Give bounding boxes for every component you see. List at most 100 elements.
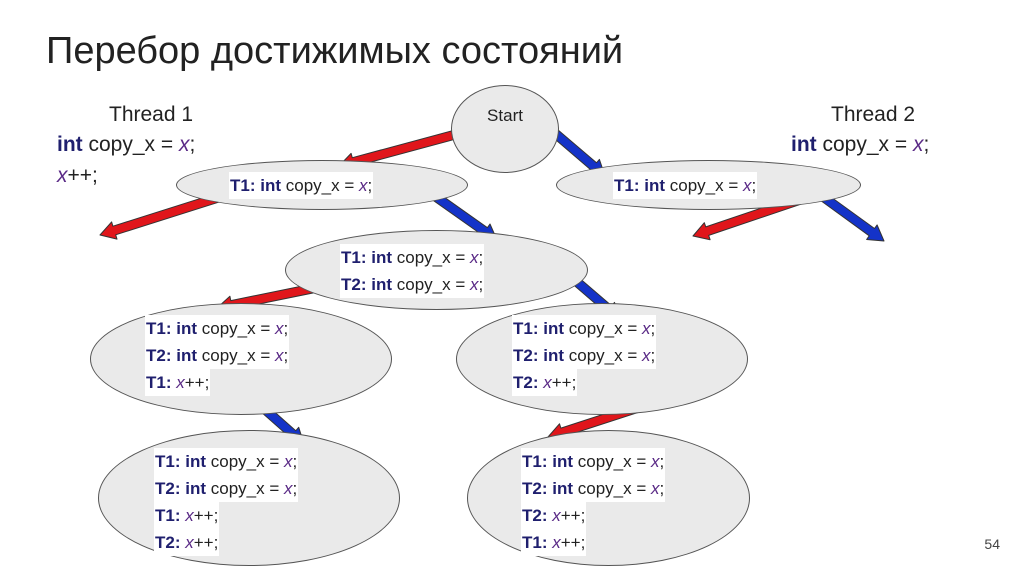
- code-token: int: [57, 133, 83, 157]
- code-token: x: [742, 176, 752, 195]
- code-token: x: [650, 479, 660, 498]
- code-token: T1:: [155, 506, 186, 525]
- code-token: ;: [292, 452, 298, 471]
- n7-line-3: T2: x++;: [521, 502, 587, 529]
- thread1-label: Thread 1: [109, 103, 194, 126]
- code-token: x: [283, 479, 293, 498]
- code-token: int: [552, 452, 574, 471]
- code-token: x: [274, 319, 284, 338]
- n1-line-1: T1: int copy_x = x;: [229, 172, 374, 199]
- code-token: x: [650, 452, 660, 471]
- code-token: ;: [367, 176, 373, 195]
- code-token: ;: [189, 133, 196, 157]
- thread1-line-2: x++;: [57, 161, 195, 191]
- code-token: T1:: [146, 373, 177, 392]
- code-token: x: [283, 452, 293, 471]
- code-token: x: [185, 533, 194, 552]
- code-token: copy_x =: [206, 452, 284, 471]
- state-start: Start: [451, 85, 559, 173]
- code-token: x: [274, 346, 284, 365]
- code-token: T2:: [513, 373, 544, 392]
- code-token: x: [57, 163, 68, 187]
- n7-line-1: T1: int copy_x = x;: [521, 448, 666, 475]
- code-token: x: [358, 176, 368, 195]
- thread2-label: Thread 2: [831, 103, 916, 126]
- code-token: x: [178, 133, 190, 157]
- code-token: copy_x =: [392, 248, 470, 267]
- code-token: copy_x =: [392, 275, 470, 294]
- n4-line-3: T1: x++;: [145, 369, 211, 396]
- code-token: ++;: [193, 533, 219, 552]
- code-token: x: [912, 133, 924, 157]
- code-token: copy_x =: [281, 176, 359, 195]
- node-text-t1-then-t2: T1: int copy_x = x;T2: int copy_x = x;T1…: [154, 448, 299, 556]
- code-token: x: [469, 248, 479, 267]
- n3-line-1: T1: int copy_x = x;: [340, 244, 485, 271]
- n6-line-2: T2: int copy_x = x;: [154, 475, 299, 502]
- code-token: x: [543, 373, 552, 392]
- code-token: int: [260, 176, 282, 195]
- code-token: T2:: [522, 479, 553, 498]
- n3-line-2: T2: int copy_x = x;: [340, 271, 485, 298]
- code-token: ++;: [193, 506, 219, 525]
- thread1-code: Thread 1 int copy_x = x;x++;: [57, 100, 195, 191]
- code-token: int: [791, 133, 817, 157]
- code-token: ;: [751, 176, 757, 195]
- code-token: T2:: [522, 506, 553, 525]
- code-token: int: [185, 452, 207, 471]
- thread2-lines: int copy_x = x;: [791, 130, 929, 160]
- n4-line-2: T2: int copy_x = x;: [145, 342, 290, 369]
- code-token: ++;: [184, 373, 210, 392]
- code-token: copy_x =: [573, 479, 651, 498]
- code-token: T1:: [614, 176, 645, 195]
- n6-line-3: T1: x++;: [154, 502, 220, 529]
- n7-line-2: T2: int copy_x = x;: [521, 475, 666, 502]
- code-token: ++;: [67, 163, 98, 187]
- code-token: copy_x =: [564, 319, 642, 338]
- node-text-both-read: T1: int copy_x = x;T2: int copy_x = x;: [340, 244, 485, 298]
- code-token: int: [371, 248, 393, 267]
- node-text-t2-read: T1: int copy_x = x;: [613, 172, 758, 199]
- code-token: x: [641, 346, 651, 365]
- code-token: ++;: [560, 506, 586, 525]
- thread1-step-arrow-3: [99, 192, 222, 240]
- code-token: ;: [659, 479, 665, 498]
- code-token: int: [185, 479, 207, 498]
- n5-line-1: T1: int copy_x = x;: [512, 315, 657, 342]
- code-token: ;: [650, 346, 656, 365]
- code-token: int: [371, 275, 393, 294]
- code-token: T1:: [146, 319, 177, 338]
- code-token: T2:: [341, 275, 372, 294]
- code-token: x: [469, 275, 479, 294]
- code-token: ;: [283, 319, 289, 338]
- page-number: 54: [984, 536, 1000, 552]
- code-token: T1:: [155, 452, 186, 471]
- thread2-line-1: int copy_x = x;: [791, 130, 929, 160]
- n5-line-2: T2: int copy_x = x;: [512, 342, 657, 369]
- code-token: ;: [659, 452, 665, 471]
- code-token: ;: [650, 319, 656, 338]
- code-token: x: [552, 506, 561, 525]
- n6-line-4: T2: x++;: [154, 529, 220, 556]
- slide-title: Перебор достижимых состояний: [46, 30, 624, 72]
- code-token: T1:: [513, 319, 544, 338]
- code-token: ;: [283, 346, 289, 365]
- code-token: ;: [478, 275, 484, 294]
- n7-line-4: T1: x++;: [521, 529, 587, 556]
- code-token: int: [176, 346, 198, 365]
- code-token: int: [543, 346, 565, 365]
- node-text-t2-then-t1: T1: int copy_x = x;T2: int copy_x = x;T2…: [521, 448, 666, 556]
- code-token: ;: [923, 133, 930, 157]
- code-token: int: [543, 319, 565, 338]
- code-token: T2:: [155, 479, 186, 498]
- n5-line-3: T2: x++;: [512, 369, 578, 396]
- code-token: copy_x =: [573, 452, 651, 471]
- node-text-t2-incr: T1: int copy_x = x;T2: int copy_x = x;T2…: [512, 315, 657, 396]
- code-token: copy_x =: [816, 133, 913, 157]
- code-token: ;: [478, 248, 484, 267]
- code-token: T2:: [155, 533, 186, 552]
- code-token: ++;: [551, 373, 577, 392]
- code-token: copy_x =: [197, 346, 275, 365]
- node-text-t1-incr: T1: int copy_x = x;T2: int copy_x = x;T1…: [145, 315, 290, 396]
- n6-line-1: T1: int copy_x = x;: [154, 448, 299, 475]
